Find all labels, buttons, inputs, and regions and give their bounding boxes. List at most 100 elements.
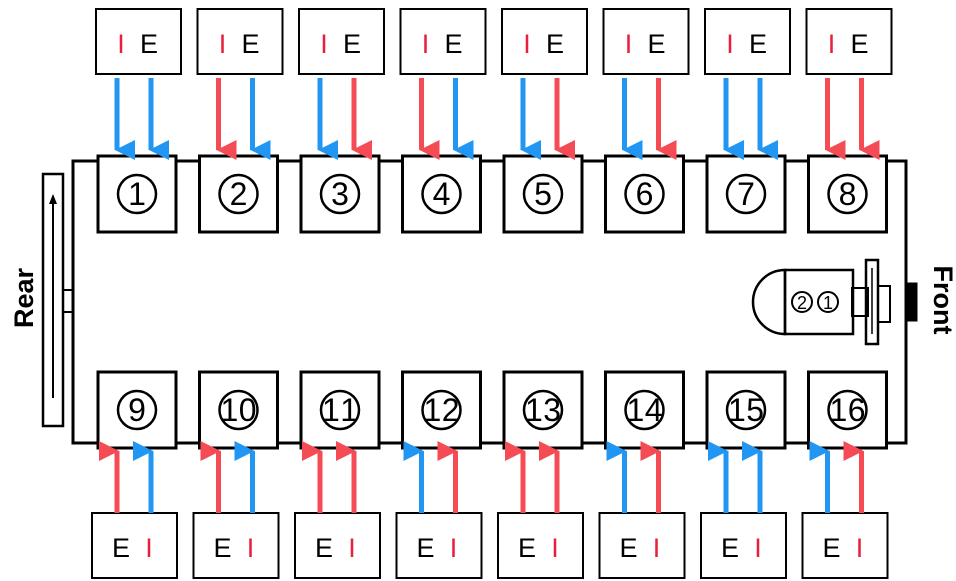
cylinder-circle <box>218 173 259 215</box>
exhaust-label: E <box>619 533 637 563</box>
port-label-box <box>294 512 381 579</box>
intake-label: I <box>551 533 559 563</box>
cylinder-number: 4 <box>433 176 451 212</box>
cylinder-number: 15 <box>728 392 764 428</box>
intake-label: I <box>625 29 633 59</box>
cylinder-number: 11 <box>322 392 358 428</box>
cylinder-circle <box>421 389 462 431</box>
cylinder-number: 6 <box>636 176 654 212</box>
port-label-box <box>801 512 889 579</box>
cylinder-circle <box>319 173 361 215</box>
cylinder-number: 10 <box>221 392 257 428</box>
intake-label: I <box>523 29 531 59</box>
front-label: Front <box>928 266 956 335</box>
intake-label: I <box>754 533 762 563</box>
intake-label: I <box>348 533 356 563</box>
port-label-box <box>91 512 178 579</box>
cylinder-circle <box>421 173 462 215</box>
cylinder-box <box>502 154 584 234</box>
cylinder-box <box>705 370 787 450</box>
cylinder-number: 8 <box>839 176 857 212</box>
cylinder-circle <box>522 173 564 215</box>
intake-label: I <box>726 29 734 59</box>
cylinder-box <box>807 370 888 450</box>
cylinder-number: 1 <box>128 176 146 212</box>
intake-label: I <box>320 29 328 59</box>
port-label-box <box>196 8 284 75</box>
cylinder-number: 2 <box>230 176 248 212</box>
cylinder-box <box>807 154 888 234</box>
intake-label: I <box>219 29 227 59</box>
exhaust-label: E <box>140 29 158 59</box>
gearbox-number: 1 <box>823 293 833 313</box>
intake-label: I <box>247 533 255 563</box>
port-label-box <box>805 8 893 75</box>
intake-label: I <box>145 533 153 563</box>
cylinder-box <box>198 370 279 450</box>
cylinder-number: 16 <box>830 392 866 428</box>
cylinder-circle <box>522 389 564 431</box>
intake-label: I <box>653 533 661 563</box>
cylinder-circle <box>624 173 665 215</box>
cylinder-circle <box>319 389 361 431</box>
exhaust-label: E <box>343 29 361 59</box>
rear-panel <box>41 172 74 428</box>
cylinder-circle <box>624 389 665 431</box>
cylinder-circle <box>116 173 158 215</box>
rear-label: Rear <box>9 267 39 328</box>
exhaust-label: E <box>546 29 564 59</box>
exhaust-label: E <box>749 29 767 59</box>
port-label-box <box>298 8 385 75</box>
cylinder-box <box>96 154 178 234</box>
exhaust-label: E <box>822 533 840 563</box>
intake-label: I <box>856 533 864 563</box>
cylinder-box <box>705 154 787 234</box>
cylinder-box <box>401 154 482 234</box>
cylinder-number: 14 <box>627 392 663 428</box>
intake-label: I <box>117 29 125 59</box>
port-label-box <box>602 8 690 75</box>
exhaust-label: E <box>647 29 665 59</box>
exhaust-label: E <box>518 533 536 563</box>
port-label-box <box>395 512 483 579</box>
exhaust-label: E <box>241 29 259 59</box>
exhaust-label: E <box>213 533 231 563</box>
cylinder-box <box>299 154 381 234</box>
exhaust-label: E <box>416 533 434 563</box>
port-label-box <box>501 8 588 75</box>
cylinder-circle <box>116 389 158 431</box>
exhaust-label: E <box>444 29 462 59</box>
port-label-box <box>704 8 791 75</box>
intake-label: I <box>450 533 458 563</box>
cylinder-box <box>604 370 685 450</box>
port-label-box <box>497 512 584 579</box>
cylinder-number: 9 <box>128 392 146 428</box>
cylinder-box <box>198 154 279 234</box>
cylinder-number: 5 <box>534 176 552 212</box>
exhaust-label: E <box>721 533 739 563</box>
exhaust-label: E <box>112 533 130 563</box>
intake-label: I <box>828 29 836 59</box>
front-gearbox: 2 1 <box>751 258 918 346</box>
cylinder-box <box>96 370 178 450</box>
cylinder-number: 12 <box>424 392 460 428</box>
port-label-box <box>598 512 686 579</box>
cylinder-box <box>604 154 685 234</box>
exhaust-label: E <box>850 29 868 59</box>
cylinder-circle <box>725 389 767 431</box>
port-label-box <box>95 8 182 75</box>
cylinder-circle <box>725 173 767 215</box>
intake-label: I <box>422 29 430 59</box>
